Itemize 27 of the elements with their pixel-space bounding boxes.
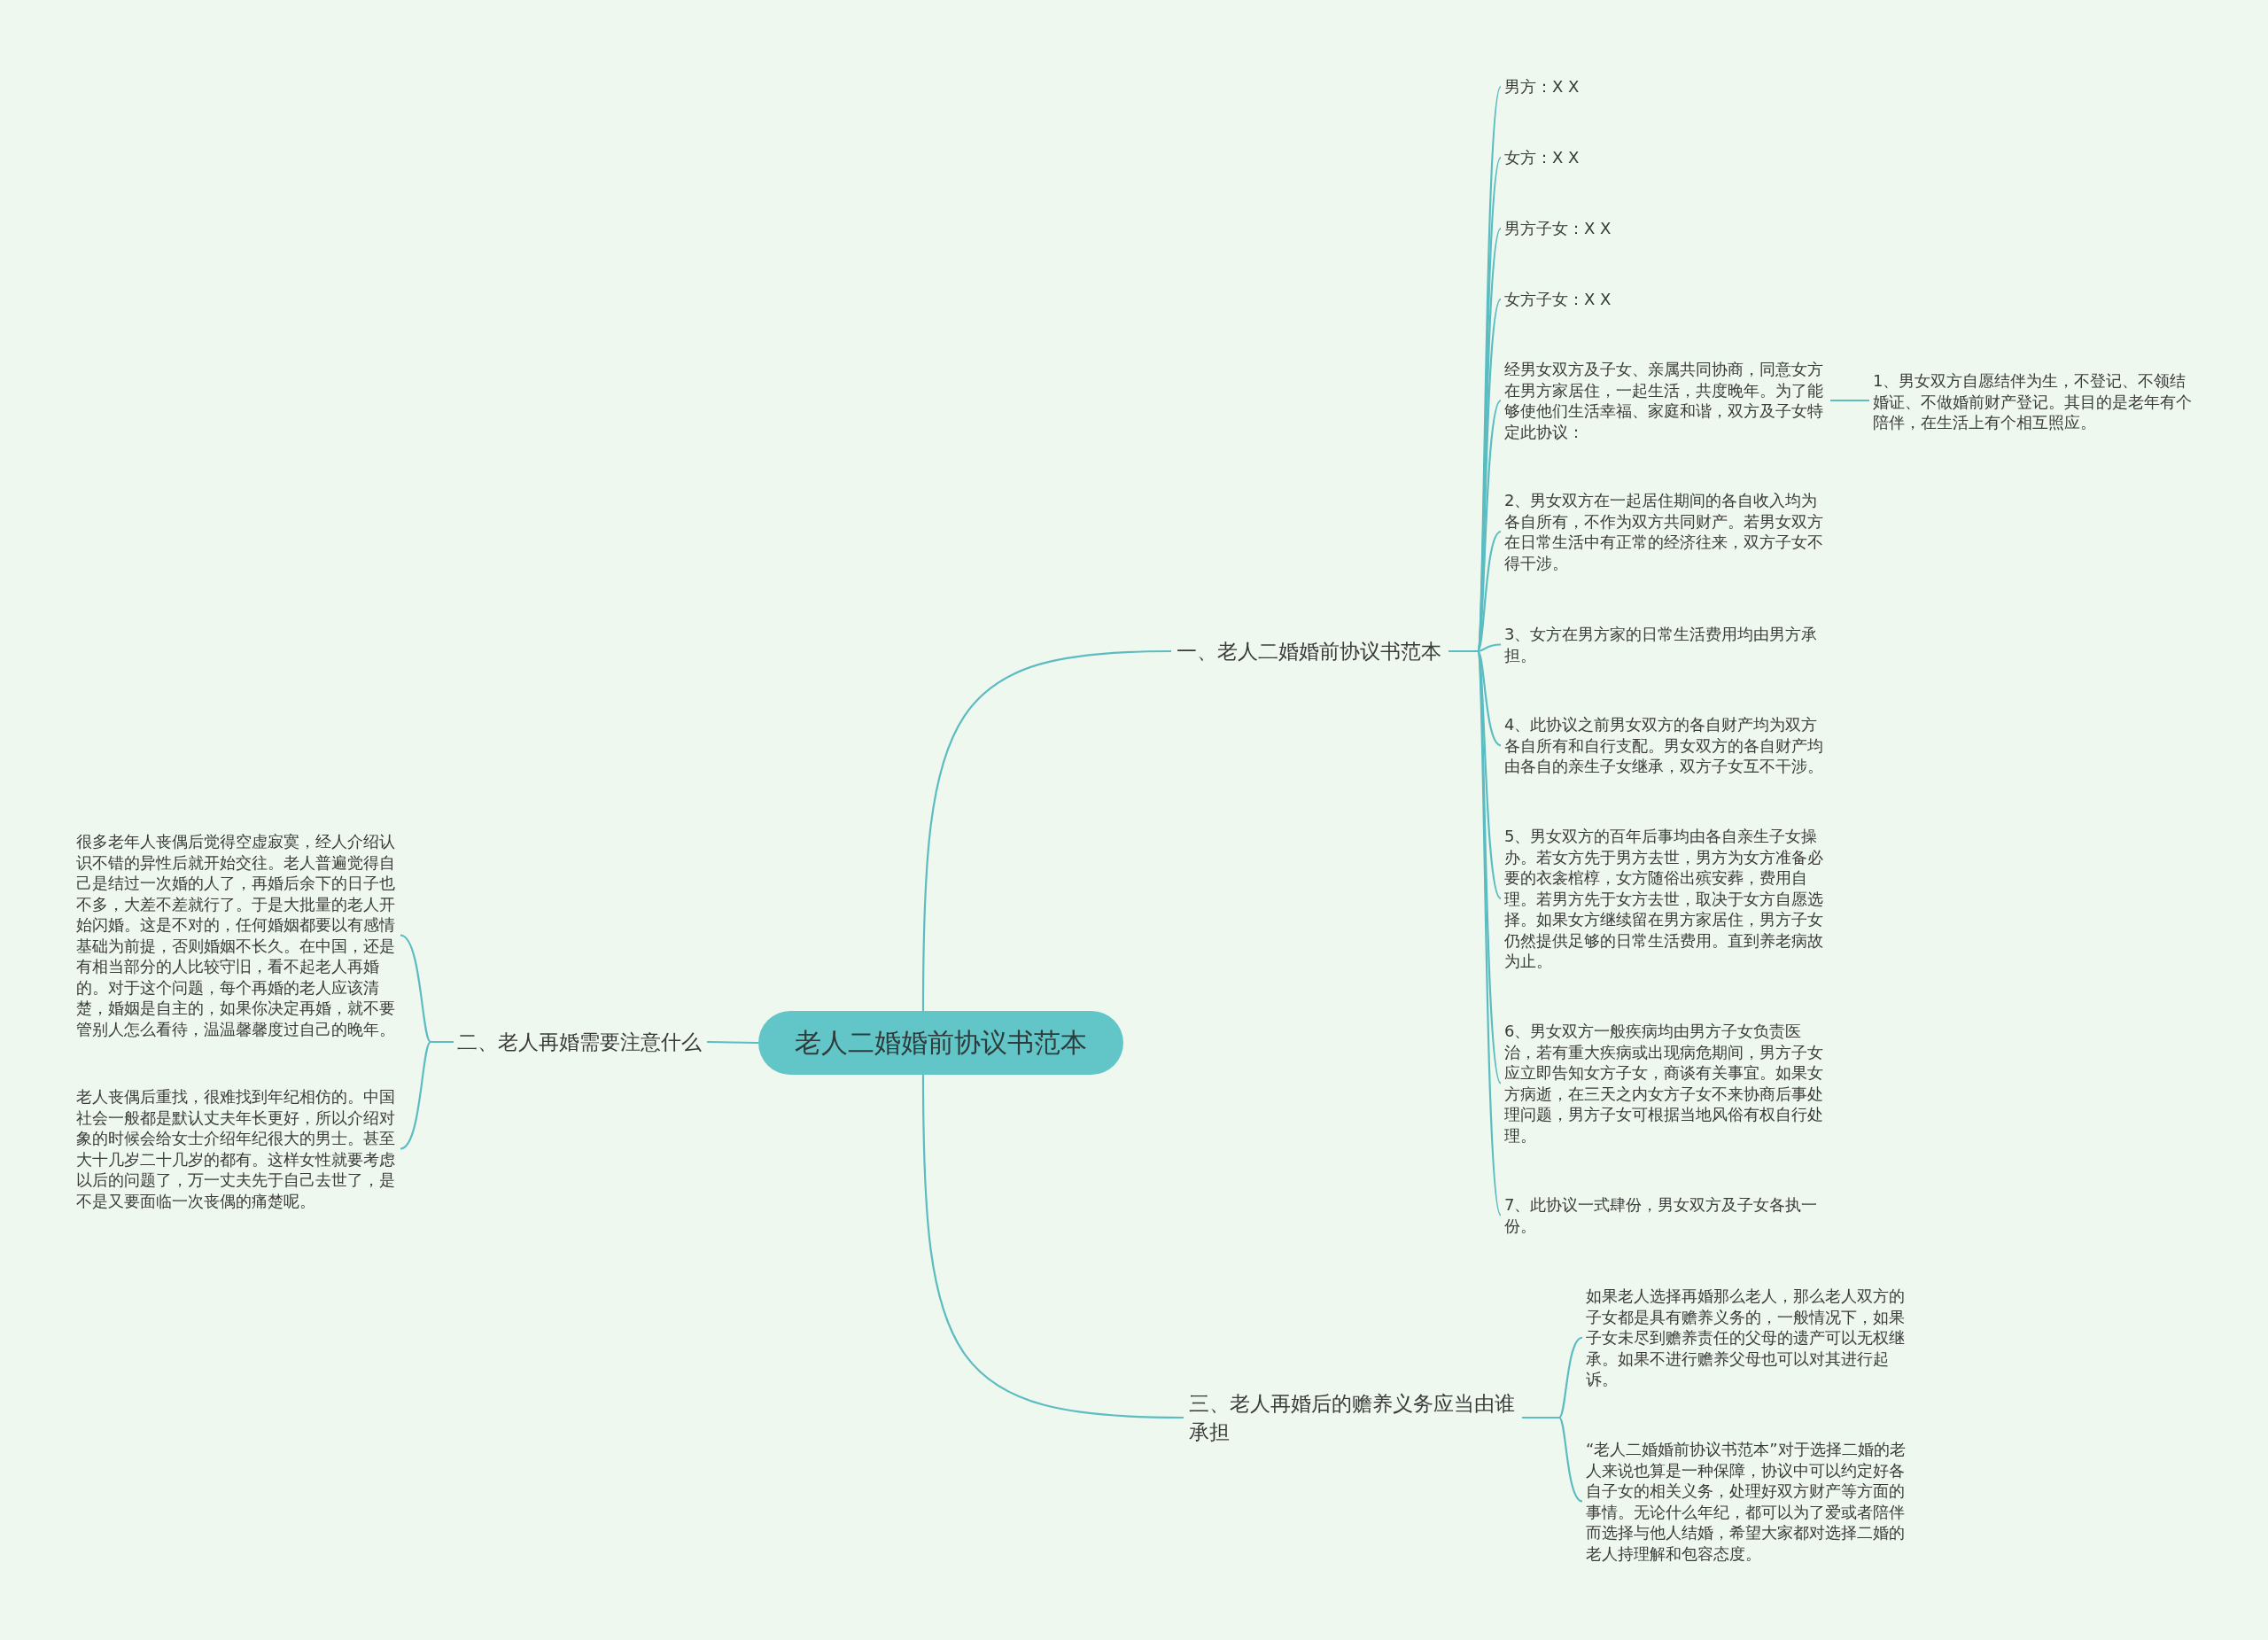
paragraph: 老人丧偶后重找，很难找到年纪相仿的。中国社会一般都是默认丈夫年长更好，所以介绍对象的时候会给女士介绍年纪很大的男士。甚至大十几岁二十几岁的都有。这样女性就要考虑以后的问题了，万一丈夫先于自己去世了，是不是又要面临一次丧偶的痛楚呢。 — [76, 1086, 397, 1211]
connector-line — [1522, 1416, 1583, 1503]
paragraph: 1、男女双方自愿结伴为生，不登记、不领结婚证、不做婚前财产登记。其目的是老年有个陪伴，在生活上有个相互照应。 — [1873, 370, 2194, 433]
connector-line — [400, 1040, 454, 1150]
branch-label: 二、老人再婚需要注意什么 — [457, 1028, 703, 1056]
topic-box: 老人二婚婚前协议书范本 — [758, 1011, 1123, 1075]
item-text: 女方子女：X X — [1504, 289, 1613, 310]
branch-label: 一、老人二婚婚前协议书范本 — [1177, 637, 1443, 665]
paragraph: 如果老人选择再婚那么老人，那么老人双方的子女都是具有赡养义务的，一般情况下，如果子女未尽到赡养责任的父母的遗产可以无权继承。如果不进行赡养父母也可以对其进行起诉。 — [1586, 1286, 1907, 1390]
paragraph: 4、此协议之前男女双方的各自财产均为双方各自所有和自行支配。男女双方的各自财产均由各自的亲生子女继承，双方子女互不干涉。 — [1504, 714, 1825, 777]
paragraph: “老人二婚婚前协议书范本”对于选择二婚的老人来说也算是一种保障，协议中可以约定好各自子女的相关义务，处理好双方财产等方面的事情。无论什么年纪，都可以为了爱或者陪伴而选择与他人结婚，希望大家都对选择二婚的老人持理解和包容态度。 — [1586, 1439, 1907, 1564]
item-text: 男方：X X — [1504, 76, 1581, 97]
paragraph: 6、男女双方一般疾病均由男方子女负责医治，若有重大疾病或出现病危期间，男方子女应立即告知女方子女，商谈有关事宜。如果女方病逝，在三天之内女方子女不来协商后事处理问题，男方子女可根据当地风俗有权自行处理。 — [1504, 1021, 1825, 1146]
paragraph: 很多老年人丧偶后觉得空虚寂寞，经人介绍认识不错的异性后就开始交往。老人普遍觉得自己是结过一次婚的人了，再婚后余下的日子也不多，大差不差就行了。于是大批量的老人开始闪婚。这是不对的，任何婚姻都要以有感情基础为前提，否则婚姻不长久。在中国，还是有相当部分的人比较守旧，看不起老人再婚的。对于这个问题，每个再婚的老人应该清楚，婚姻是自主的，如果你决定再婚，就不要管别人怎么看待，温温馨馨度过自己的晚年。 — [76, 831, 397, 1039]
connector-line — [921, 649, 1172, 1011]
connector-line — [707, 1040, 758, 1045]
connector-line — [921, 1075, 1184, 1419]
paragraph: 2、男女双方在一起居住期间的各自收入均为各自所有，不作为双方共同财产。若男女双方在日常生活中有正常的经济往来，双方子女不得干涉。 — [1504, 490, 1825, 573]
paragraph: 3、女方在男方家的日常生活费用均由男方承担。 — [1504, 624, 1820, 665]
connector-line — [1449, 649, 1503, 1216]
paragraph: 5、男女双方的百年后事均由各自亲生子女操办。若女方先于男方去世，男方为女方准备必要的衣衾棺椁，女方随俗出殡安葬，费用自理。若男方先于女方去世，取决于女方自愿选择。如果女方继续留在男方家居住，男方子女仍然提供足够的日常生活费用。直到养老病故为止。 — [1504, 826, 1825, 972]
item-text: 女方：X X — [1504, 147, 1581, 168]
connector-line — [1830, 399, 1869, 402]
paragraph: 7、此协议一式肆份，男女双方及子女各执一份。 — [1504, 1194, 1820, 1236]
branch-label: 三、老人再婚后的赡养义务应当由谁承担 — [1189, 1389, 1517, 1446]
item-text: 男方子女：X X — [1504, 218, 1613, 239]
paragraph: 经男女双方及子女、亲属共同协商，同意女方在男方家居住，一起生活，共度晚年。为了能够使他们生活幸福、家庭和谐，双方及子女特定此协议： — [1504, 359, 1825, 442]
